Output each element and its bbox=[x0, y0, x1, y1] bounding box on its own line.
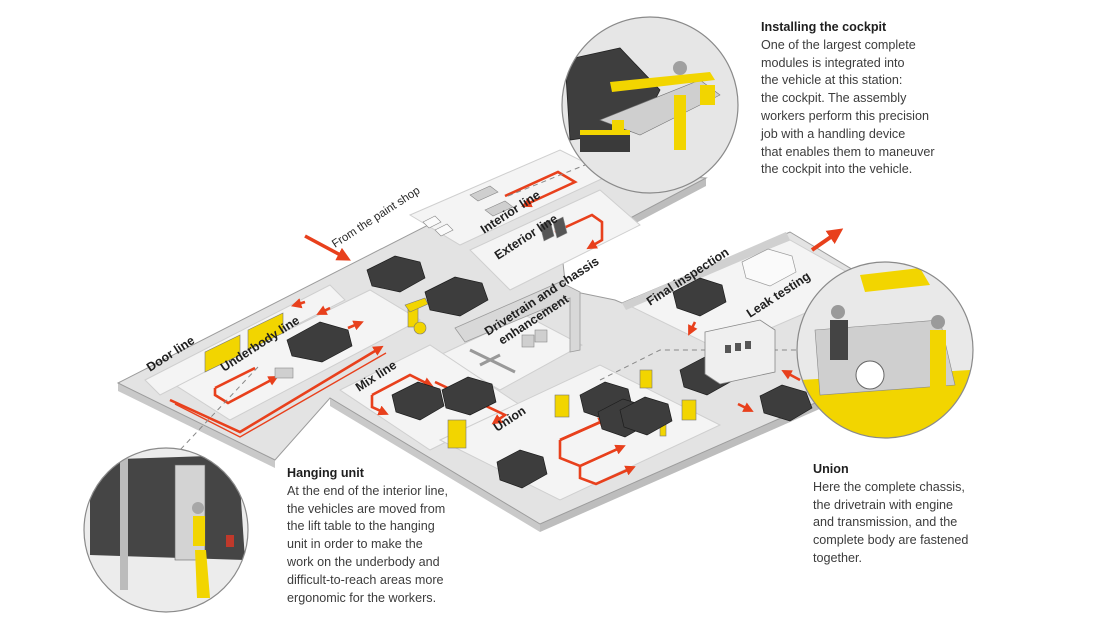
mix-line-loop bbox=[371, 373, 434, 397]
caption-line: complete body are fastened bbox=[813, 533, 969, 548]
car bbox=[441, 376, 497, 416]
vehicles bbox=[286, 248, 813, 489]
leak-testing-arrow bbox=[781, 370, 801, 382]
caption-hanging-unit: Hanging unit At the end of the interior … bbox=[287, 465, 448, 607]
exterior-seats bbox=[539, 219, 555, 242]
parts bbox=[274, 185, 568, 379]
caption-union: Union Here the complete chassis, the dri… bbox=[813, 461, 968, 568]
caption-line: the cockpit into the vehicle. bbox=[761, 162, 913, 177]
inset-cockpit bbox=[561, 16, 739, 194]
caption-line: At the end of the interior line, bbox=[287, 483, 449, 498]
callout-lines bbox=[179, 164, 800, 451]
car bbox=[619, 396, 673, 436]
part-box bbox=[274, 367, 294, 379]
to-final-inspection-arrow bbox=[688, 321, 698, 336]
caption-line: Here the complete chassis, bbox=[813, 479, 965, 494]
leak-testing-booth bbox=[704, 319, 776, 385]
caption-installing-cockpit: Installing the cockpit One of the larges… bbox=[761, 19, 935, 179]
exterior-line-loop bbox=[554, 213, 604, 250]
car bbox=[424, 276, 489, 317]
drivetrain-wall bbox=[454, 232, 790, 353]
caption-title: Hanging unit bbox=[287, 466, 364, 480]
axle bbox=[469, 348, 516, 374]
robot-arm bbox=[404, 297, 429, 335]
car-ghost bbox=[741, 248, 797, 287]
window-parts bbox=[422, 215, 442, 229]
caption-line: job with a handling device bbox=[761, 126, 906, 141]
caption-line: that enables them to maneuver bbox=[761, 144, 935, 159]
inset-union bbox=[796, 261, 974, 439]
inset-hanging-unit bbox=[83, 447, 249, 613]
caption-line: the drivetrain with engine bbox=[813, 497, 954, 512]
caption-line: the cockpit. The assembly bbox=[761, 91, 907, 106]
underbody-loop-top bbox=[214, 366, 256, 390]
caption-line: the lift table to the hanging bbox=[287, 519, 435, 534]
caption-line: difficult-to-reach areas more bbox=[287, 572, 444, 587]
union-stations bbox=[447, 369, 697, 449]
from-paint-shop-arrow bbox=[304, 234, 351, 261]
door-rack bbox=[204, 312, 284, 373]
car bbox=[286, 321, 353, 363]
caption-line: One of the largest complete bbox=[761, 37, 916, 52]
caption-line: workers perform this precision bbox=[761, 108, 929, 123]
car bbox=[672, 277, 727, 317]
caption-title: Installing the cockpit bbox=[761, 20, 887, 34]
caption-title: Union bbox=[813, 462, 849, 476]
interior-line-loop bbox=[504, 170, 578, 208]
caption-line: and transmission, and the bbox=[813, 515, 958, 530]
caption-line: the vehicles are moved from bbox=[287, 501, 446, 516]
caption-line: the vehicle at this station: bbox=[761, 73, 903, 88]
door-line-zone bbox=[144, 284, 346, 396]
car bbox=[759, 384, 813, 422]
car bbox=[366, 255, 426, 293]
car bbox=[391, 381, 445, 421]
flow-arrows bbox=[169, 170, 844, 486]
caption-line: ergonomic for the workers. bbox=[287, 590, 437, 605]
caption-line: together. bbox=[813, 550, 863, 565]
caption-line: work on the underbody and bbox=[287, 554, 440, 569]
underbody-return-line bbox=[169, 345, 384, 434]
caption-line: unit in order to make the bbox=[287, 537, 423, 552]
caption-line: modules is integrated into bbox=[761, 55, 905, 70]
exit-arrow bbox=[810, 228, 844, 252]
seat-parts bbox=[469, 185, 499, 202]
car bbox=[496, 449, 548, 489]
exterior-line-zone bbox=[469, 189, 641, 291]
underbody-loop bbox=[213, 376, 279, 405]
engine-part bbox=[521, 334, 535, 348]
